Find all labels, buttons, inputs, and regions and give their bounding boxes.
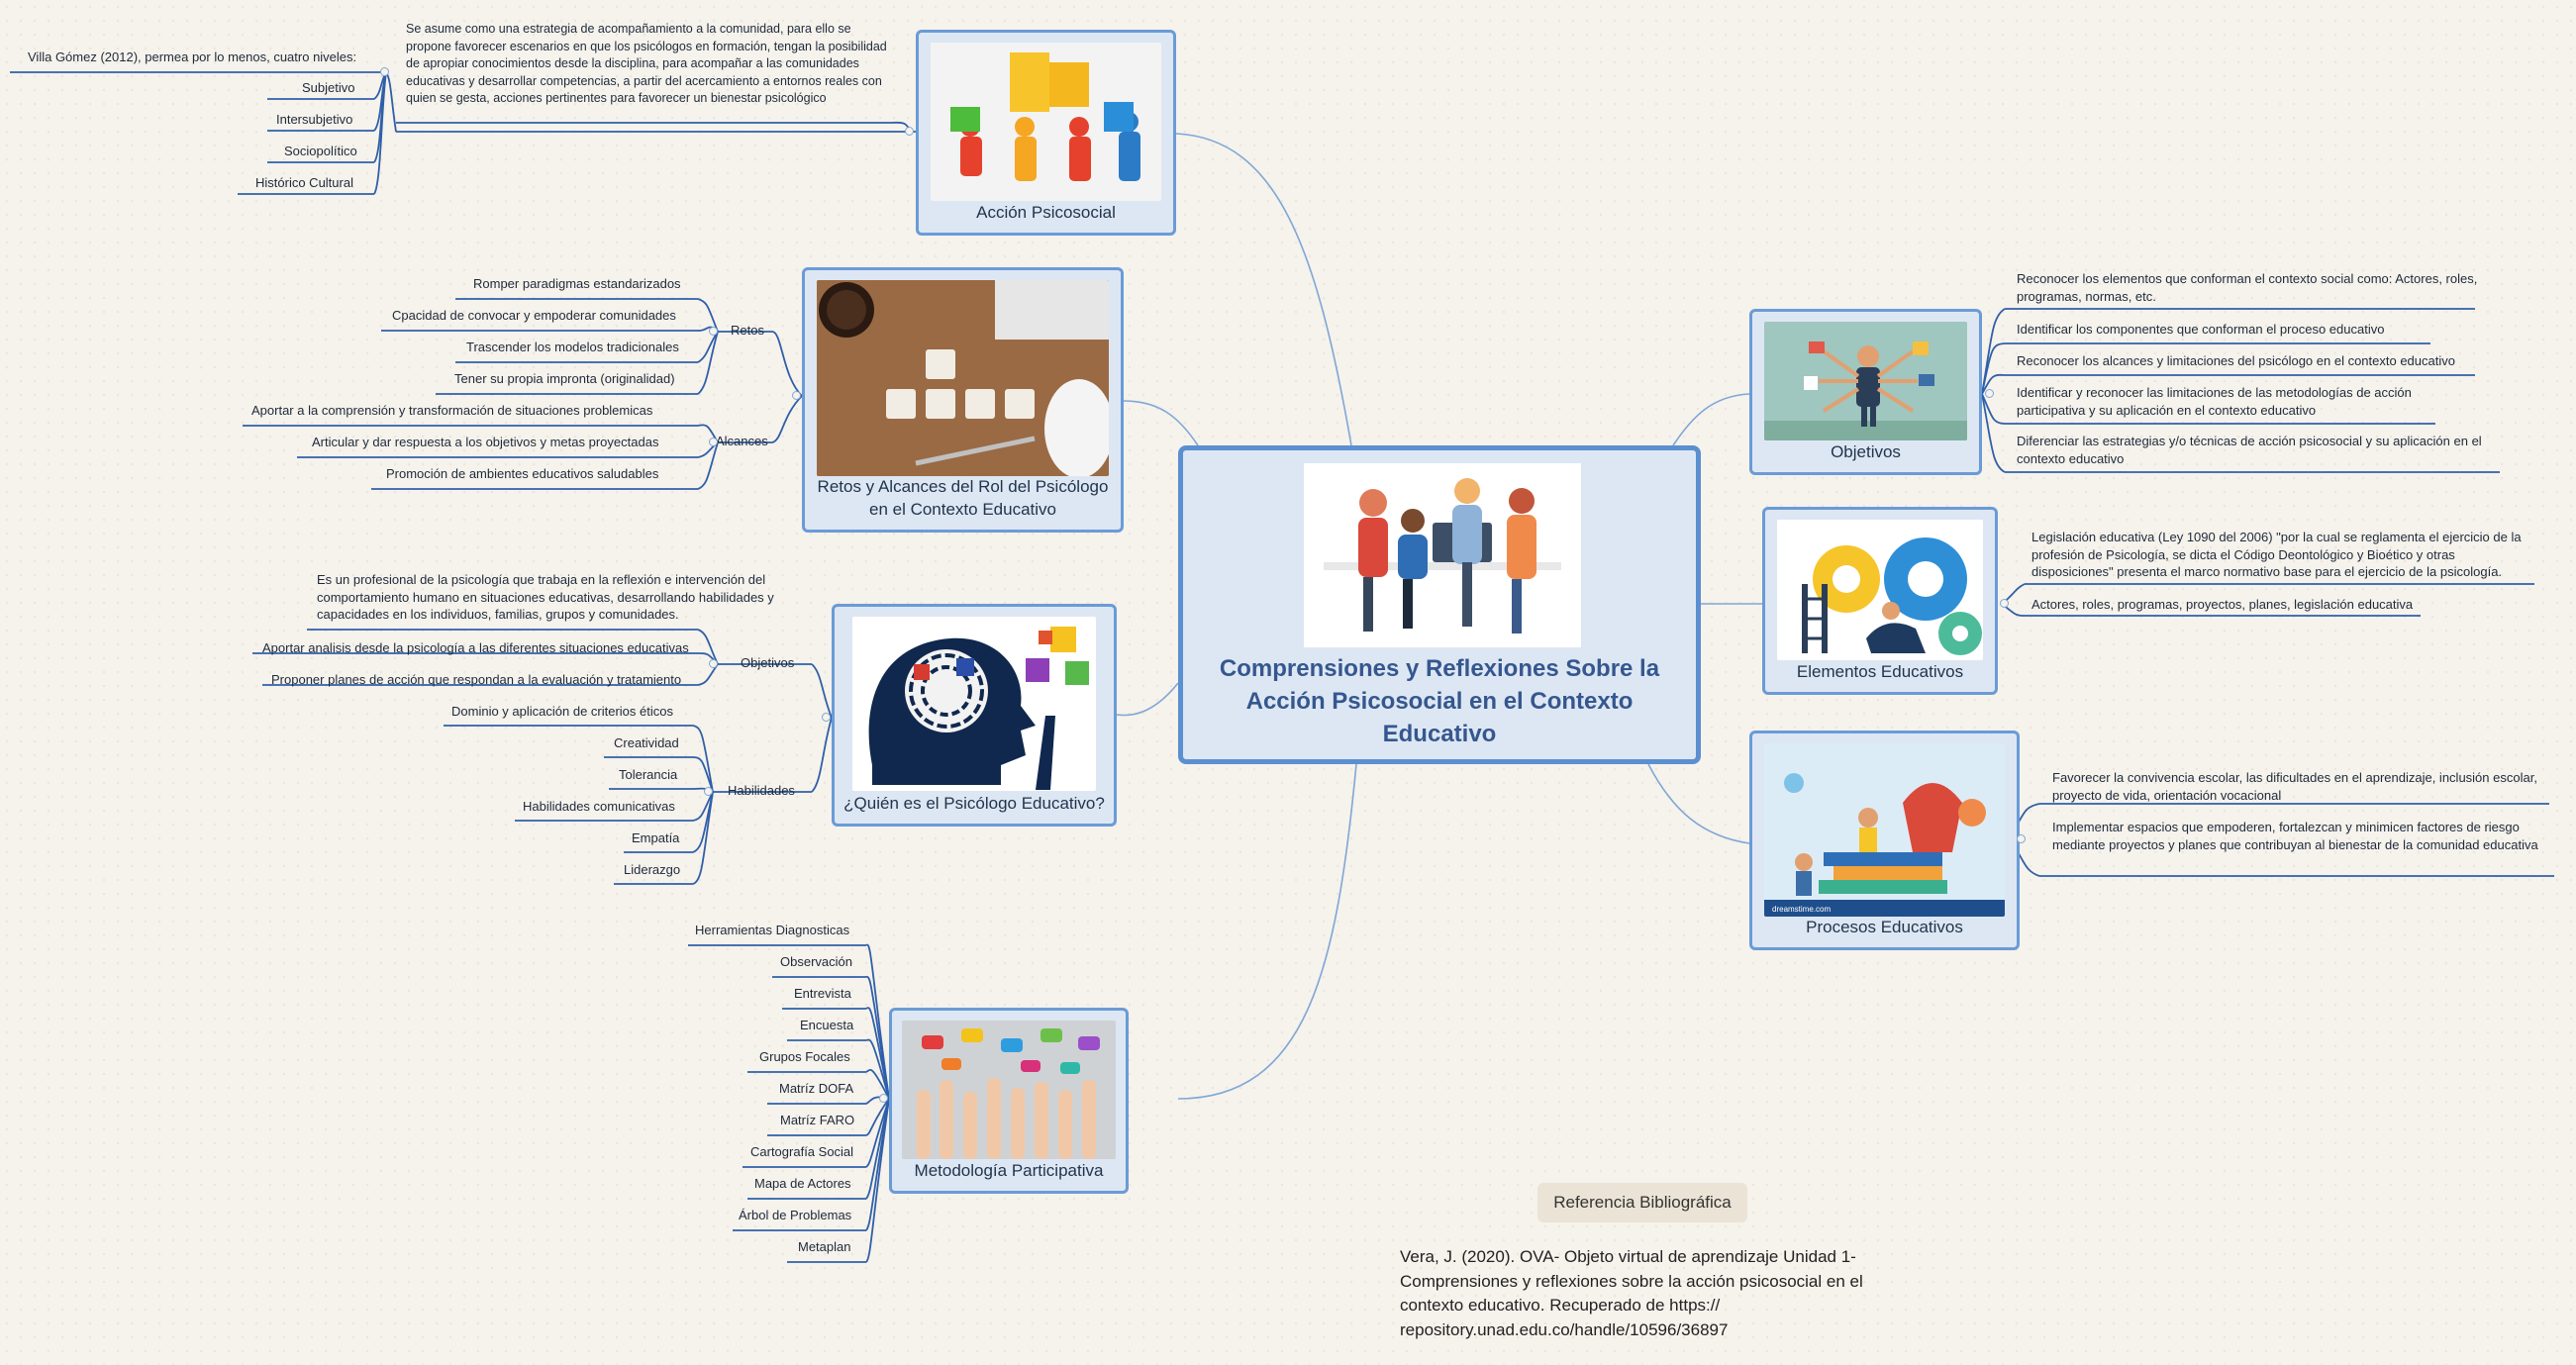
- node-accion-psicosocial[interactable]: Acción Psicosocial: [916, 30, 1176, 236]
- node-procesos-educativos[interactable]: dreamstime.com Procesos Educativos: [1749, 731, 2020, 950]
- metodologia-item: Mapa de Actores: [754, 1176, 851, 1191]
- alcance-item: Aportar a la comprensión y transformació…: [251, 403, 653, 418]
- collapse-toggle[interactable]: [709, 327, 718, 336]
- reference-button[interactable]: Referencia Bibliográfica: [1537, 1183, 1747, 1222]
- node-label: Metodología Participativa: [914, 1161, 1104, 1181]
- image-watermark: dreamstime.com: [1772, 905, 1831, 914]
- node-retos-alcances[interactable]: Retos y Alcances del Rol del Psicólogo e…: [802, 267, 1124, 533]
- metodologia-item: Entrevista: [794, 986, 851, 1001]
- habilidad-item: Empatía: [632, 830, 680, 845]
- habilidad-item: Dominio y aplicación de criterios éticos: [451, 704, 673, 719]
- collapse-toggle[interactable]: [704, 787, 713, 796]
- node-elementos-educativos[interactable]: Elementos Educativos: [1762, 507, 1998, 695]
- raised-hands-image: [902, 1021, 1116, 1159]
- node-quien-es-psicologo[interactable]: ¿Quién es el Psicólogo Educativo?: [832, 604, 1117, 827]
- collapse-toggle[interactable]: [792, 391, 801, 400]
- node-metodologia-participativa[interactable]: Metodología Participativa: [889, 1008, 1129, 1194]
- metodologia-item: Matríz FARO: [780, 1113, 855, 1127]
- elemento-item: Actores, roles, programas, proyectos, pl…: [2031, 597, 2414, 612]
- proceso-item: Implementar espacios que empoderen, fort…: [2052, 820, 2538, 852]
- collapse-toggle[interactable]: [2000, 599, 2009, 608]
- collapse-toggle[interactable]: [709, 659, 718, 668]
- elemento-item: Legislación educativa (Ley 1090 del 2006…: [2031, 530, 2522, 580]
- alcance-item: Promoción de ambientes educativos saluda…: [386, 466, 659, 481]
- metodologia-item: Herramientas Diagnosticas: [695, 923, 850, 937]
- alcances-label: Alcances: [716, 434, 768, 448]
- node-label: ¿Quién es el Psicólogo Educativo?: [843, 794, 1105, 814]
- level-historico-cultural: Histórico Cultural: [255, 175, 353, 190]
- desk-cubes-image: [817, 280, 1109, 476]
- reto-item: Romper paradigmas estandarizados: [473, 276, 681, 291]
- habilidad-item: Liderazgo: [624, 862, 681, 877]
- accion-description: Se asume como una estrategia de acompaña…: [406, 22, 887, 105]
- gears-workers-image: [1777, 520, 1983, 660]
- collapse-toggle[interactable]: [905, 127, 914, 136]
- reto-item: Cpacidad de convocar y empoderar comunid…: [392, 308, 676, 323]
- metodologia-item: Árbol de Problemas: [739, 1208, 852, 1222]
- level-intersubjetivo: Intersubjetivo: [276, 112, 353, 127]
- metodologia-item: Encuesta: [800, 1018, 854, 1032]
- objetivo-item: Identificar los componentes que conforma…: [2017, 322, 2385, 337]
- node-objetivos[interactable]: Objetivos: [1749, 309, 1982, 475]
- objetivo-item: Identificar y reconocer las limitaciones…: [2017, 385, 2412, 418]
- central-topic[interactable]: Comprensiones y Reflexiones Sobre la Acc…: [1178, 445, 1701, 764]
- collapse-toggle[interactable]: [1985, 389, 1994, 398]
- reference-text: Vera, J. (2020). OVA- Objeto virtual de …: [1400, 1247, 1863, 1339]
- metodologia-item: Cartografía Social: [750, 1144, 854, 1159]
- metodologia-item: Grupos Focales: [759, 1049, 850, 1064]
- metodologia-item: Matríz DOFA: [779, 1081, 854, 1096]
- puzzle-people-image: [931, 43, 1161, 201]
- level-sociopolitico: Sociopolítico: [284, 144, 357, 158]
- education-books-image: dreamstime.com: [1764, 743, 2005, 917]
- reto-item: Trascender los modelos tradicionales: [466, 340, 679, 354]
- collapse-toggle[interactable]: [822, 713, 831, 722]
- metodologia-item: Metaplan: [798, 1239, 851, 1254]
- quien-objetivo-item: Proponer planes de acción que respondan …: [271, 672, 682, 687]
- habilidades-label: Habilidades: [728, 783, 795, 798]
- quien-objetivo-item: Es un profesional de la psicología que t…: [317, 572, 774, 623]
- collapse-toggle[interactable]: [2017, 834, 2026, 843]
- level-subjetivo: Subjetivo: [302, 80, 355, 95]
- central-image: [1304, 463, 1581, 647]
- proceso-item: Favorecer la convivencia escolar, las di…: [2052, 770, 2537, 803]
- collapse-toggle[interactable]: [879, 1094, 888, 1103]
- node-label: Retos y Alcances del Rol del Psicólogo e…: [817, 477, 1109, 520]
- habilidad-item: Creatividad: [614, 735, 679, 750]
- node-label: Objetivos: [1831, 442, 1901, 462]
- alcance-item: Articular y dar respuesta a los objetivo…: [312, 435, 659, 449]
- objetivo-item: Reconocer los alcances y limitaciones de…: [2017, 353, 2455, 368]
- objetivos-label: Objetivos: [741, 655, 795, 670]
- habilidad-item: Tolerancia: [619, 767, 678, 782]
- villa-gomez-text: Villa Gómez (2012), permea por lo menos,…: [28, 49, 357, 64]
- quien-objetivo-item: Aportar analisis desde la psicología a l…: [262, 640, 689, 655]
- habilidad-item: Habilidades comunicativas: [523, 799, 675, 814]
- objetivo-item: Diferenciar las estrategias y/o técnicas…: [2017, 434, 2482, 466]
- node-label: Acción Psicosocial: [976, 203, 1116, 223]
- node-label: Procesos Educativos: [1806, 918, 1963, 937]
- metodologia-item: Observación: [780, 954, 852, 969]
- collapse-toggle[interactable]: [709, 438, 718, 446]
- node-label: Elementos Educativos: [1796, 662, 1964, 682]
- objetivo-item: Reconocer los elementos que conforman el…: [2017, 271, 2478, 304]
- retos-label: Retos: [731, 323, 764, 338]
- collapse-toggle[interactable]: [380, 67, 389, 76]
- multitask-person-image: [1764, 322, 1967, 440]
- head-maze-image: [852, 617, 1096, 791]
- reto-item: Tener su propia impronta (originalidad): [454, 371, 675, 386]
- central-title: Comprensiones y Reflexiones Sobre la Acc…: [1219, 655, 1660, 748]
